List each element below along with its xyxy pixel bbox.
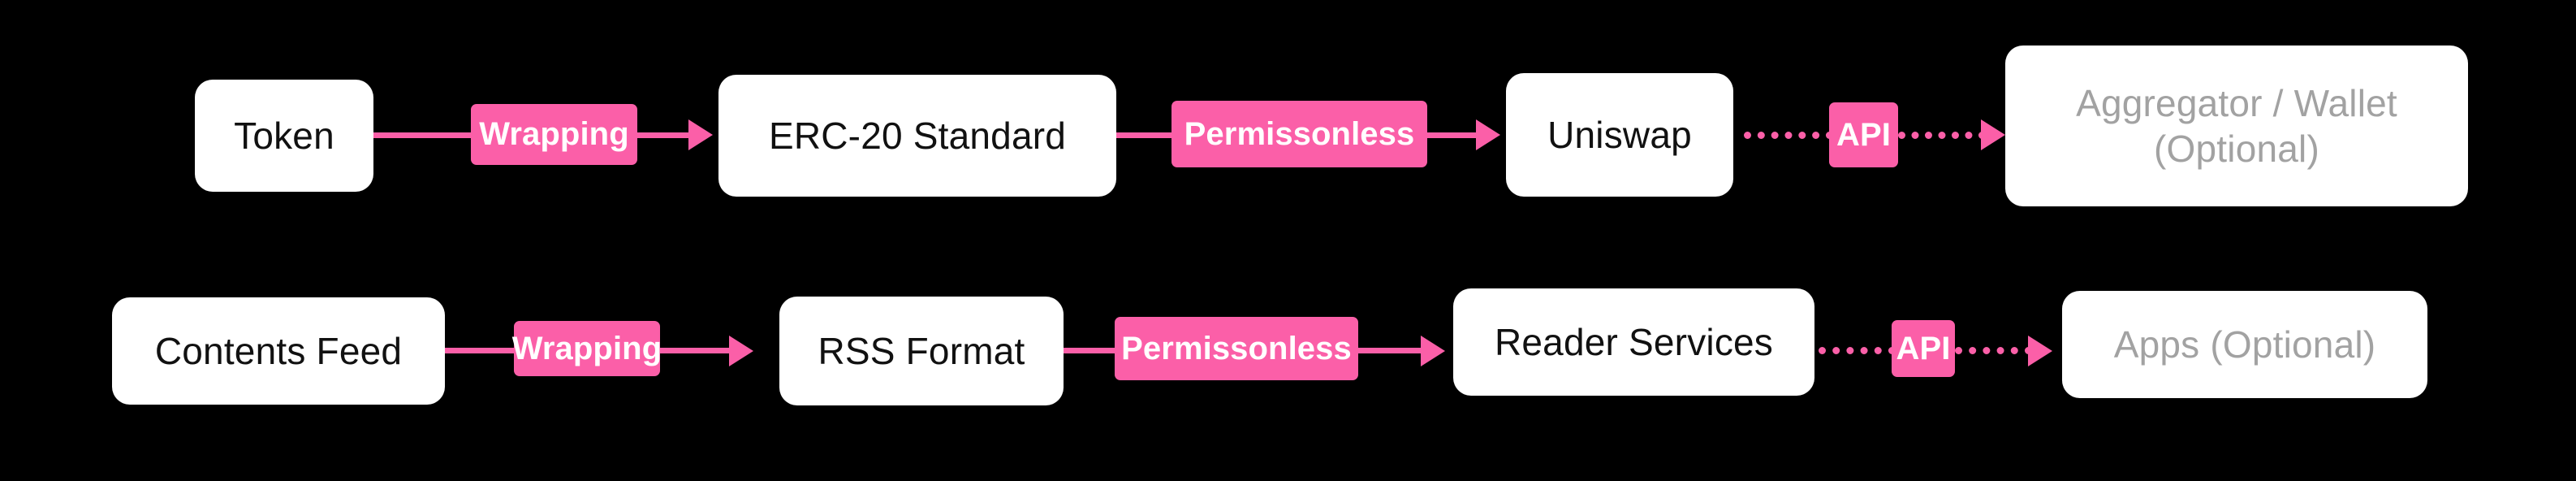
node-rss-format[interactable]: RSS Format — [779, 297, 1064, 405]
node-uniswap-label: Uniswap — [1547, 113, 1692, 156]
node-apps-optional[interactable]: Apps (Optional) — [2062, 291, 2427, 398]
edge-label-wrapping-1[interactable]: Wrapping — [471, 104, 637, 165]
edge-label-wrapping-1-text: Wrapping — [479, 116, 629, 152]
edge-label-wrapping-2[interactable]: Wrapping — [511, 321, 662, 376]
flow-row-crypto: Token Wrapping ERC-20 Standard Permisson… — [195, 46, 2468, 206]
connector-api-to-aggregator — [1898, 132, 1986, 139]
edge-label-api-2[interactable]: API — [1892, 320, 1955, 377]
node-apps-optional-label: Apps (Optional) — [2113, 323, 2376, 366]
arrowhead-to-reader — [1421, 336, 1445, 366]
connector-erc20-to-permissonless — [1116, 132, 1173, 138]
node-rss-format-label: RSS Format — [818, 329, 1025, 372]
arrowhead-to-apps — [2028, 336, 2052, 366]
edge-label-api-1-text: API — [1836, 116, 1891, 153]
connector-uniswap-to-api — [1744, 132, 1833, 139]
connector-permissonless-to-reader — [1358, 348, 1423, 353]
edge-label-api-1[interactable]: API — [1829, 102, 1898, 167]
flow-row-web: Contents Feed Wrapping RSS Format Permis… — [0, 244, 2576, 481]
connector-permissonless-to-uniswap — [1427, 132, 1478, 138]
node-aggregator-wallet-label: Aggregator / Wallet (Optional) — [2076, 81, 2397, 170]
connector-reader-to-api — [1819, 347, 1896, 354]
node-uniswap[interactable]: Uniswap — [1506, 73, 1733, 197]
node-erc20-label: ERC-20 Standard — [768, 114, 1067, 157]
connector-token-to-wrapping — [373, 132, 471, 138]
arrowhead-to-rss — [729, 336, 753, 366]
node-token-label: Token — [234, 114, 334, 157]
node-token[interactable]: Token — [195, 80, 373, 192]
arrowhead-to-erc20 — [688, 119, 713, 150]
node-erc20[interactable]: ERC-20 Standard — [718, 75, 1116, 197]
node-contents-feed-label: Contents Feed — [154, 329, 403, 372]
edge-label-api-2-text: API — [1896, 330, 1951, 366]
edge-label-wrapping-2-text: Wrapping — [511, 330, 662, 366]
node-contents-feed[interactable]: Contents Feed — [112, 297, 445, 405]
arrowhead-to-aggregator — [1981, 119, 2005, 150]
edge-label-permissonless-1[interactable]: Permissonless — [1171, 101, 1427, 167]
edge-label-permissonless-2[interactable]: Permissonless — [1115, 317, 1358, 380]
node-reader-services[interactable]: Reader Services — [1453, 288, 1814, 396]
edge-label-permissonless-1-text: Permissonless — [1184, 115, 1415, 152]
edge-label-permissonless-2-text: Permissonless — [1121, 330, 1352, 366]
connector-feed-to-wrapping — [445, 348, 518, 353]
connector-rss-to-permissonless — [1064, 348, 1119, 353]
node-reader-services-label: Reader Services — [1494, 320, 1774, 363]
connector-wrapping-to-erc20 — [637, 132, 690, 138]
node-aggregator-wallet[interactable]: Aggregator / Wallet (Optional) — [2005, 46, 2468, 206]
connector-wrapping-to-rss — [660, 348, 731, 353]
arrowhead-to-uniswap — [1476, 119, 1500, 150]
connector-api-to-apps — [1955, 347, 2032, 354]
